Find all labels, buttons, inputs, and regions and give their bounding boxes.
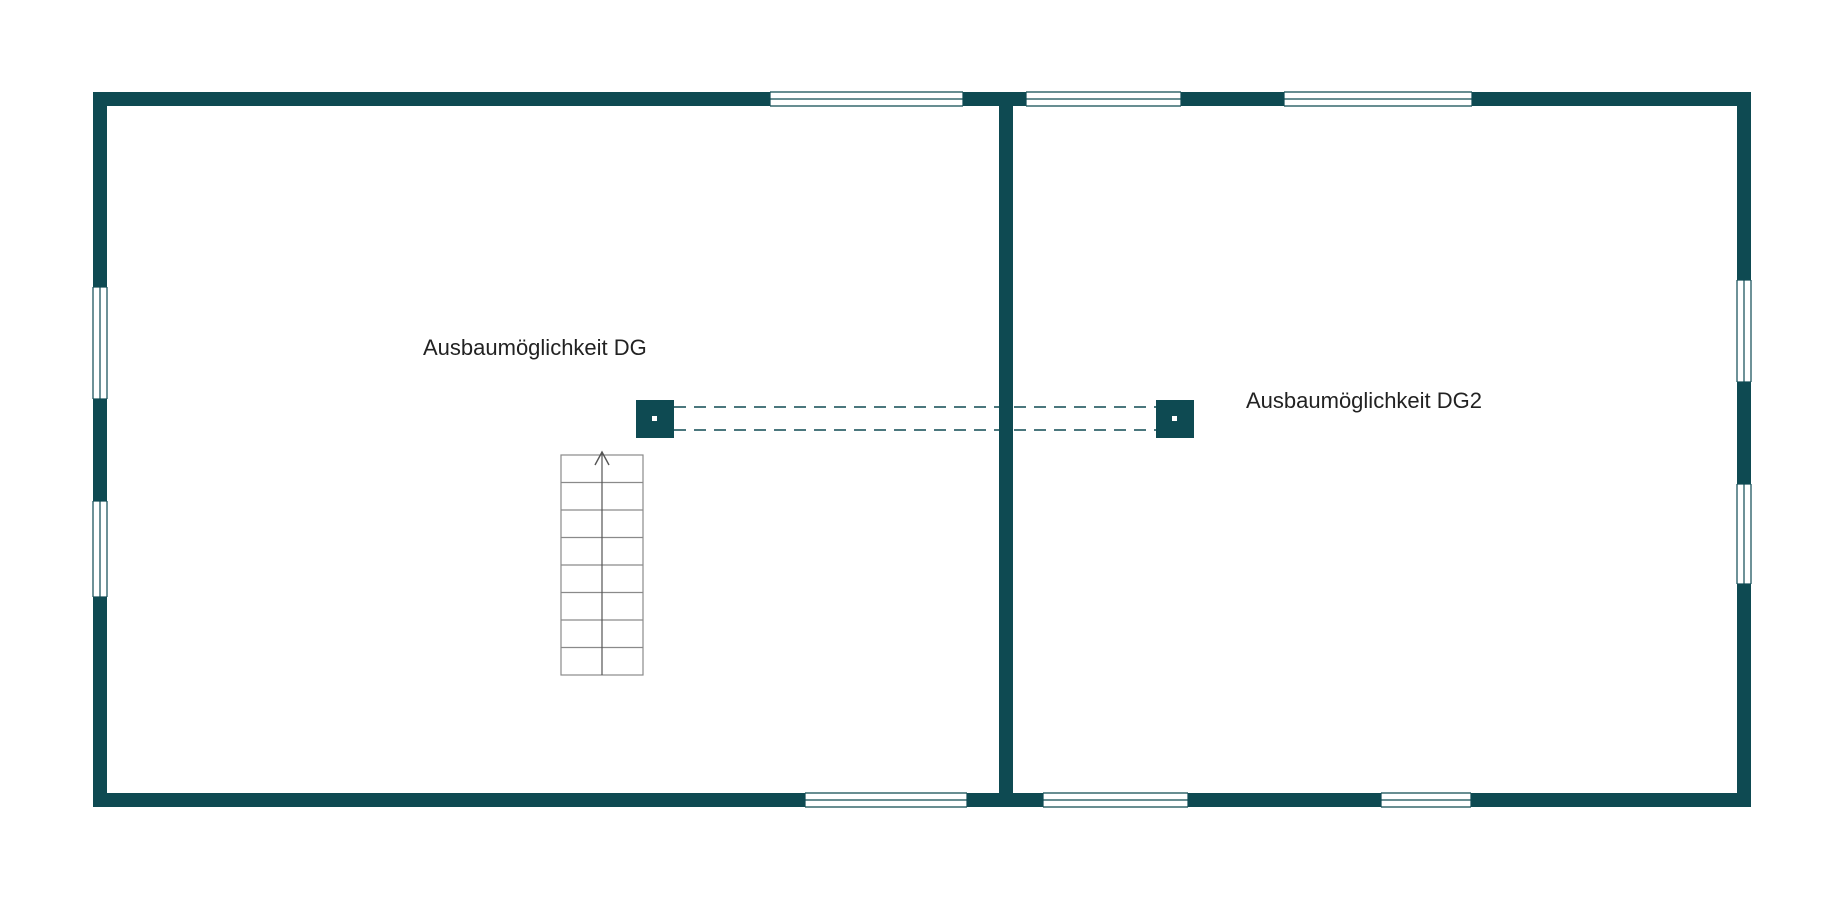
window-bottom-1	[804, 790, 968, 810]
column-right	[1156, 400, 1194, 438]
window-top-3	[1283, 89, 1473, 109]
window-top-2	[1025, 89, 1182, 109]
window-left-2	[90, 500, 110, 598]
wall-left	[93, 92, 107, 807]
window-top-1	[769, 89, 964, 109]
wall-divider	[999, 92, 1013, 807]
window-right-2	[1734, 483, 1754, 585]
window-bottom-2	[1042, 790, 1189, 810]
room-label-dg: Ausbaumöglichkeit DG	[423, 335, 647, 360]
beam	[674, 406, 1158, 431]
outer-walls	[93, 92, 1751, 807]
wall-right	[1737, 92, 1751, 807]
column-left	[636, 400, 674, 438]
windows	[90, 89, 1754, 810]
staircase	[560, 450, 644, 676]
stair-arrow-icon	[594, 450, 610, 466]
window-right-1	[1734, 279, 1754, 383]
window-left-1	[90, 286, 110, 400]
room-label-dg2: Ausbaumöglichkeit DG2	[1246, 388, 1483, 413]
window-bottom-3	[1380, 790, 1472, 810]
